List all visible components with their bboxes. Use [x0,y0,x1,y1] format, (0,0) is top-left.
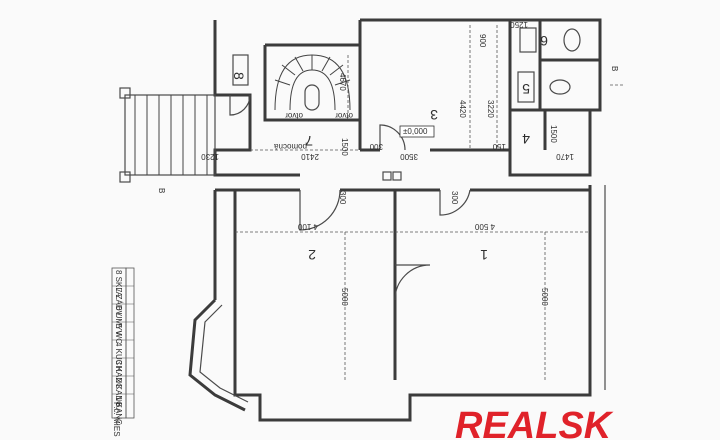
dim-3220: 3220 [486,100,495,118]
dim-300-b: 300 [338,191,347,205]
dim-150: 150 [492,142,506,151]
room-2-label: 2 [308,247,316,263]
dim-2410: 2410 [301,152,319,161]
annotation-pomocna: pomocná [274,142,307,151]
dim-1500: 1500 [340,138,349,156]
room-7-label: 7 [305,133,313,149]
legend-row-6: 6 UMYV [114,306,123,336]
room-6-label: 6 [540,33,548,49]
spiral-stair [274,54,351,111]
dim-900: 900 [478,34,487,48]
dim-4670: 4670 [338,73,347,91]
bay-window-inner [199,304,249,403]
dimension-lines [235,25,625,380]
dim-4100: 4 100 [297,222,318,231]
room-1-label: 1 [480,247,488,263]
legend-row-4: 4 KUCH [114,342,123,372]
section-mark-b-right: B [610,66,619,71]
legend-row-7: 7 ZÁDV [114,288,123,317]
wall-outer [215,185,592,422]
dim-1250: 1250 [510,20,528,29]
legend-row-1: 1 KANC [114,396,123,425]
bay-window [188,298,246,412]
dim-3500: 3500 [400,152,418,161]
room-8-label: 8 [231,72,247,80]
wc-fixtures [232,27,581,103]
realsk-logo: REALSK [455,405,614,440]
room-4-label: 4 [522,131,530,147]
section-mark-b-left: B [157,188,166,193]
dim-4420: 4420 [458,100,467,118]
dim-4500: 4 500 [474,222,495,231]
room-3-label: 3 [430,107,438,123]
dim-5000-a: 5000 [340,288,349,306]
legend-row-2: 2 KANC [114,378,123,407]
legend-table: 8 SKLA 7 ZÁDV 6 UMYV 5 WC 4 KUCH 3 KANC … [111,267,135,437]
legend-header: P.č. MIES [112,402,121,437]
dim-1230: 1230 [201,152,219,161]
level-box [399,125,435,138]
dim-1500-b: 1500 [549,125,558,143]
dim-300: 300 [369,142,383,151]
dim-5000-b: 5000 [540,288,549,306]
legend-row-3: 3 KANC [114,360,123,389]
wall-kitchen [508,110,592,177]
entry-stairs [119,87,216,183]
room-5-label: 5 [522,81,530,97]
dim-1470: 1470 [556,152,574,161]
legend-row-8: 8 SKLA [114,270,123,298]
annotation-otvor-2: otvor [335,111,353,120]
legend-row-5: 5 WC [114,324,123,344]
dim-300-c: 300 [450,191,459,205]
annotation-otvor-1: otvor [285,111,303,120]
doors [229,94,471,301]
level-mark: ±0,000 [403,127,428,136]
